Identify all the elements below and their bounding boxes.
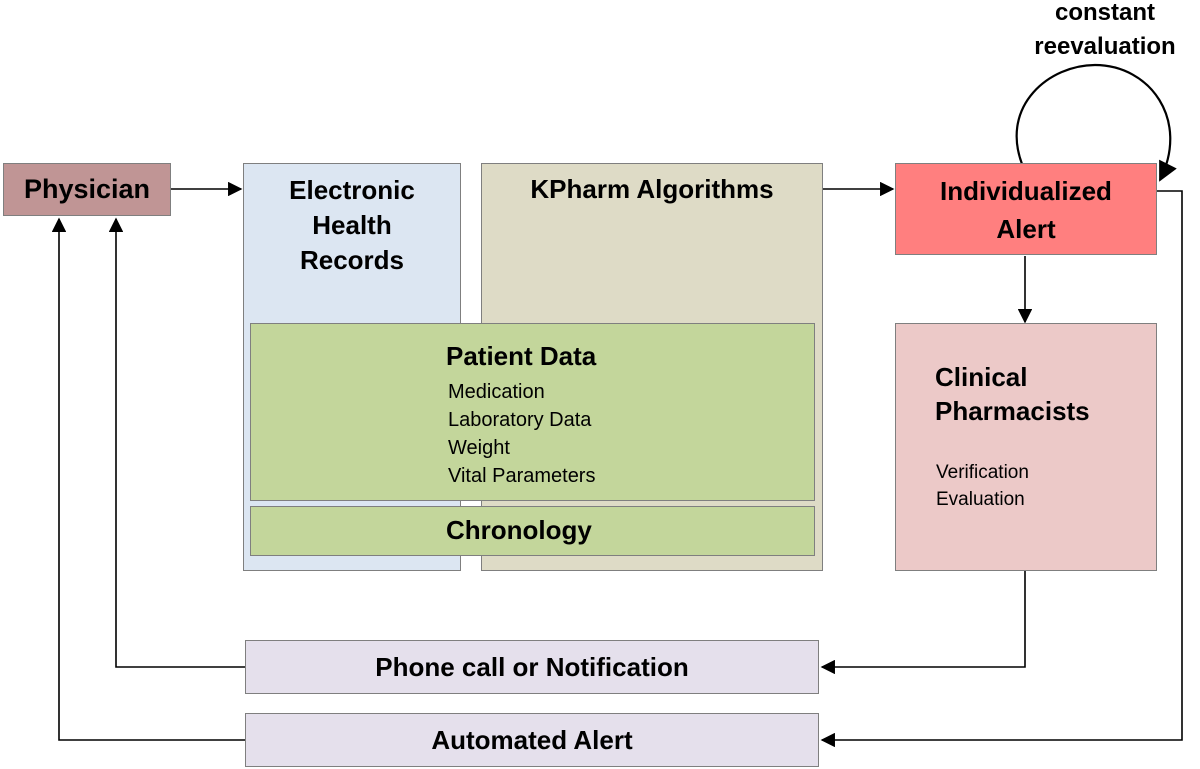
chronology-label: Chronology — [446, 515, 592, 545]
list-item: Evaluation — [936, 489, 1025, 510]
kpharm-label: KPharm Algorithms — [530, 174, 774, 204]
arrow-phone-to-physician — [108, 217, 245, 668]
clinical-pharmacists-title: Clinical Pharmacists — [935, 362, 1090, 426]
list-item: Vital Parameters — [448, 465, 596, 487]
individualized-alert-box: Individualized Alert — [895, 163, 1157, 255]
arrow-automated-to-physician — [51, 217, 245, 741]
clinical-pharmacists-items: Verification Evaluation — [936, 459, 1029, 513]
list-item: Verification — [936, 462, 1029, 483]
individualized-alert-label: Individualized Alert — [940, 176, 1112, 244]
list-item: Weight — [448, 437, 510, 459]
physician-label: Physician — [23, 174, 151, 204]
clinical-pharmacists-box: Clinical Pharmacists Verification Evalua… — [895, 323, 1157, 571]
ehr-label: Electronic Health Records — [289, 175, 415, 275]
list-item: Laboratory Data — [448, 409, 592, 431]
patient-data-items: Medication Laboratory Data Weight Vital … — [448, 378, 595, 490]
phone-notification-box: Phone call or Notification — [245, 640, 819, 694]
patient-data-title: Patient Data — [446, 341, 597, 371]
automated-alert-box: Automated Alert — [245, 713, 819, 767]
constant-reevaluation-label: constant reevaluation — [1034, 0, 1176, 60]
automated-alert-label: Automated Alert — [431, 725, 633, 755]
arrow-pharmacists-to-phone — [820, 571, 1026, 675]
patient-data-box: Patient Data Medication Laboratory Data … — [250, 323, 815, 501]
list-item: Medication — [448, 381, 545, 403]
chronology-box: Chronology — [250, 506, 815, 556]
physician-box: Physician — [3, 163, 171, 216]
phone-notification-label: Phone call or Notification — [375, 652, 689, 682]
